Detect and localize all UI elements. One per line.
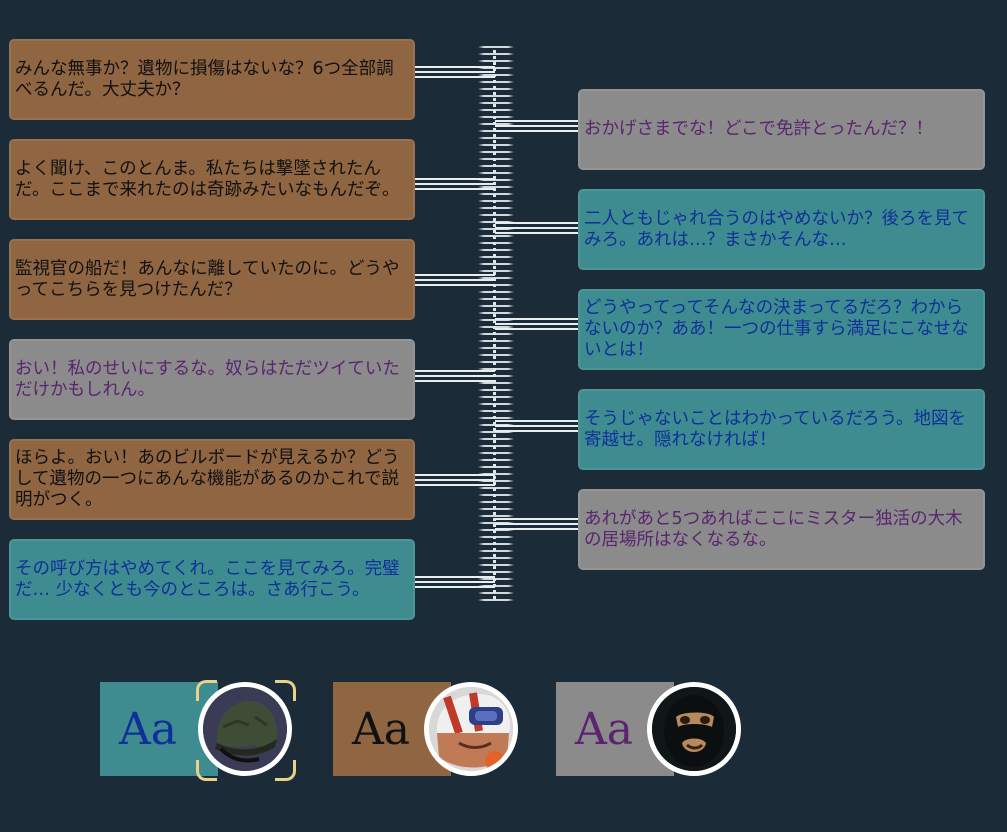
dialogue-text: おい！私のせいにするな。奴らはただツイていただけかもしれん。 — [15, 358, 400, 400]
dialogue-bubble-right-2[interactable]: 二人ともじゃれ合うのはやめないか？後ろを見てみろ。あれは…？まさかそんな… — [578, 189, 985, 270]
dialogue-bubble-left-3[interactable]: 監視官の船だ！あんなに離していたのに。どうやってこちらを見つけたんだ？ — [9, 239, 415, 320]
dialogue-bubble-right-3[interactable]: どうやってってそんなの決まってるだろ？わからないのか？ああ！一つの仕事すら満足に… — [578, 289, 985, 370]
font-sample-label: Aa — [118, 703, 177, 755]
dialogue-bubble-right-4[interactable]: そうじゃないことはわかっているだろう。地図を寄越せ。隠れなければ！ — [578, 389, 985, 470]
dialogue-bubble-left-4[interactable]: おい！私のせいにするな。奴らはただツイていただけかもしれん。 — [9, 339, 415, 420]
dialogue-text: ほらよ。おい！あのビルボードが見えるか？どうして遺物の一つにあんな機能があるのか… — [15, 448, 400, 510]
dialogue-text: おかげさまでな！どこで免許とったんだ？！ — [584, 119, 933, 139]
pilot-helmet-icon[interactable] — [424, 682, 518, 776]
connector-right-3 — [495, 318, 578, 330]
dialogue-bubble-left-5[interactable]: ほらよ。おい！あのビルボードが見えるか？どうして遺物の一つにあんな機能があるのか… — [9, 439, 415, 520]
speaker-style-teal[interactable]: Aa — [100, 680, 296, 781]
connector-left-1 — [415, 66, 495, 78]
dialogue-text: 監視官の船だ！あんなに離していたのに。どうやってこちらを見つけたんだ？ — [15, 258, 400, 300]
dialogue-text: その呼び方はやめてくれ。ここを見てみろ。完璧だ… 少なくとも今のところは。さあ行… — [15, 558, 400, 600]
connector-left-3 — [415, 274, 495, 286]
dialogue-text: あれがあと5つあればここにミスター独活の大木の居場所はなくなるな。 — [584, 508, 963, 550]
timeline-spine-core — [493, 50, 496, 600]
selection-corner-icon — [275, 680, 296, 701]
selection-corner-icon — [196, 680, 217, 701]
dialogue-text: よく聞け、このとんま。私たちは撃墜されたんだ。ここまで来れたのは奇跡みたいなもん… — [15, 158, 400, 200]
speaker-style-brown[interactable]: Aa — [333, 682, 523, 776]
speaker-style-gray[interactable]: Aa — [556, 682, 746, 776]
connector-left-5 — [415, 474, 495, 486]
dialogue-bubble-left-6[interactable]: その呼び方はやめてくれ。ここを見てみろ。完璧だ… 少なくとも今のところは。さあ行… — [9, 539, 415, 620]
connector-right-4 — [495, 420, 578, 432]
dialogue-bubble-right-1[interactable]: おかげさまでな！どこで免許とったんだ？！ — [578, 89, 985, 170]
connector-right-5 — [495, 518, 578, 530]
dialogue-text: どうやってってそんなの決まってるだろ？わからないのか？ああ！一つの仕事すら満足に… — [584, 298, 969, 360]
connector-left-2 — [415, 178, 495, 190]
font-style-swatch[interactable]: Aa — [556, 682, 674, 776]
selection-corner-icon — [196, 760, 217, 781]
dialogue-bubble-left-2[interactable]: よく聞け、このとんま。私たちは撃墜されたんだ。ここまで来れたのは奇跡みたいなもん… — [9, 139, 415, 220]
connector-left-6 — [415, 576, 495, 588]
dialogue-bubble-right-5[interactable]: あれがあと5つあればここにミスター独活の大木の居場所はなくなるな。 — [578, 489, 985, 570]
connector-right-1 — [495, 120, 578, 132]
connector-right-2 — [495, 222, 578, 234]
balaclava-icon[interactable] — [647, 682, 741, 776]
dialogue-text: みんな無事か？遺物に損傷はないな？6つ全部調べるんだ。大丈夫か？ — [15, 58, 394, 100]
connector-left-4 — [415, 370, 495, 382]
font-sample-label: Aa — [574, 703, 633, 755]
dialogue-text: そうじゃないことはわかっているだろう。地図を寄越せ。隠れなければ！ — [584, 408, 967, 450]
dialogue-text: 二人ともじゃれ合うのはやめないか？後ろを見てみろ。あれは…？まさかそんな… — [584, 208, 969, 250]
font-sample-label: Aa — [351, 703, 410, 755]
selection-corner-icon — [275, 760, 296, 781]
dialogue-bubble-left-1[interactable]: みんな無事か？遺物に損傷はないな？6つ全部調べるんだ。大丈夫か？ — [9, 39, 415, 120]
